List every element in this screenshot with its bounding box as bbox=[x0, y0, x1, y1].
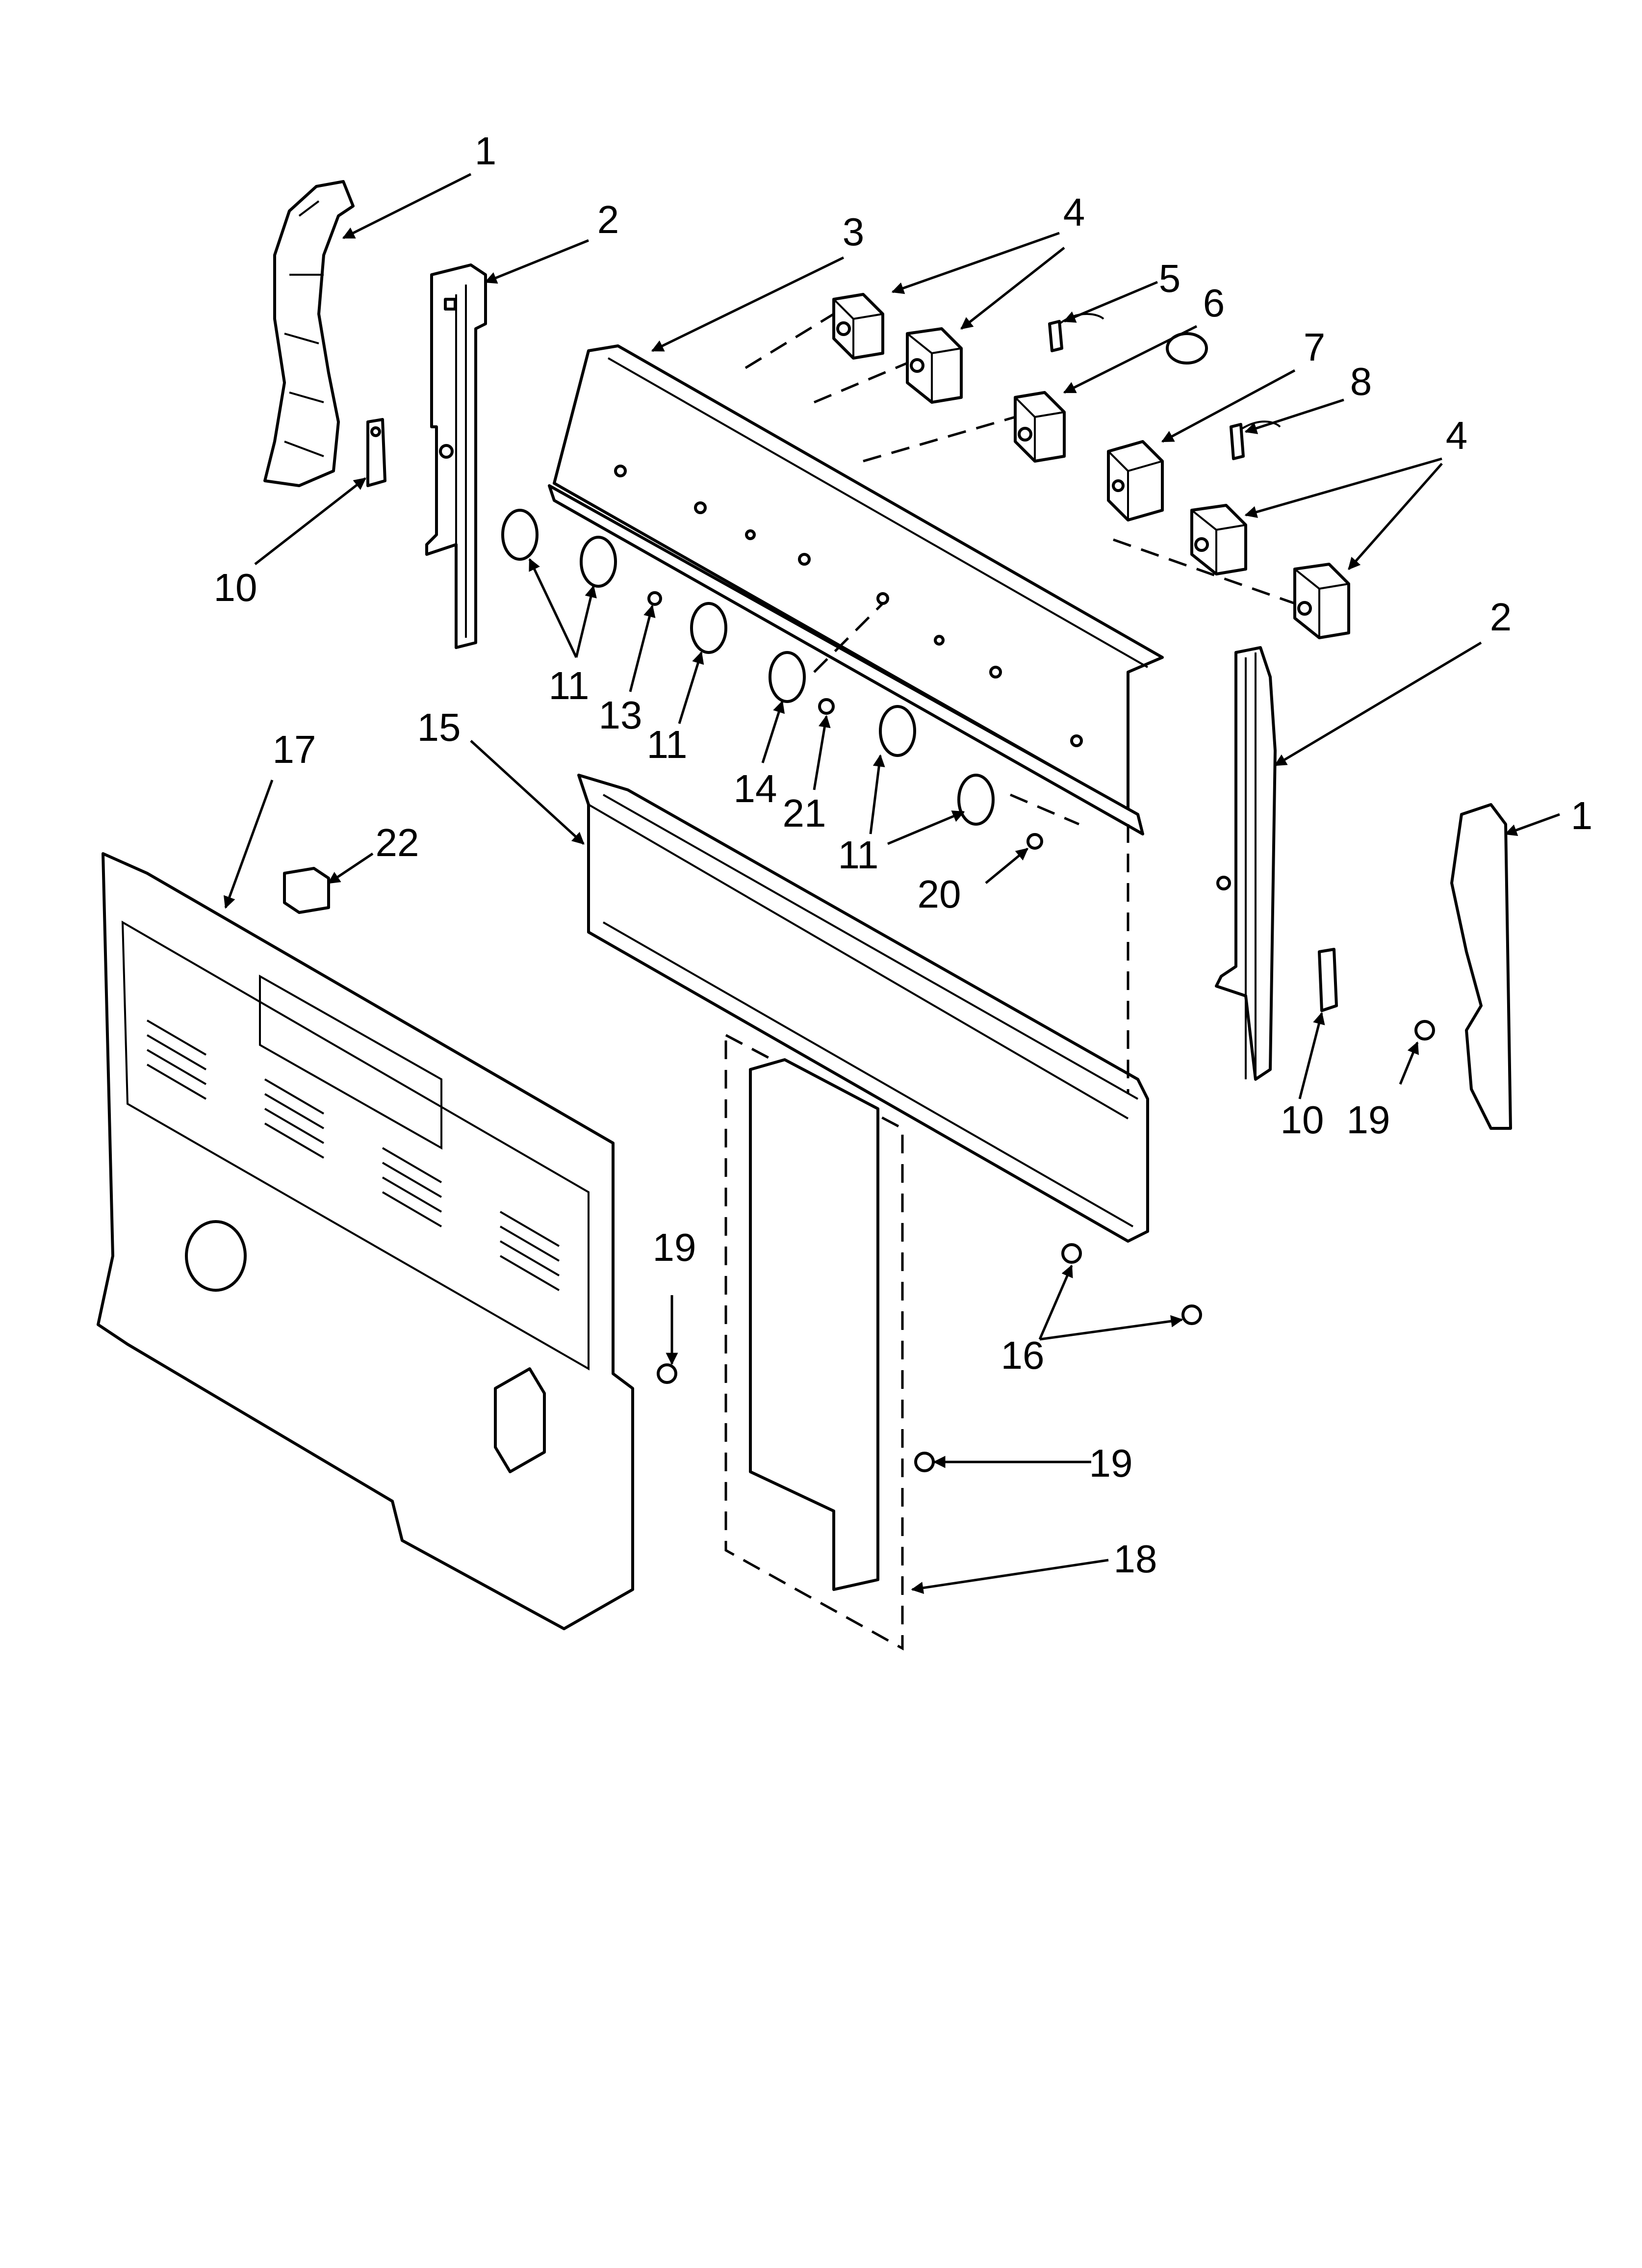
callout-4-top: 4 bbox=[1063, 190, 1085, 234]
knob-d bbox=[769, 651, 806, 703]
callout-15: 15 bbox=[417, 705, 461, 749]
knob-c bbox=[690, 602, 727, 654]
callout-labels: 1 1 2 2 3 4 4 5 6 7 8 10 10 11 11 11 13 … bbox=[214, 129, 1593, 1581]
callout-2-left: 2 bbox=[597, 198, 619, 241]
callout-10-right: 10 bbox=[1281, 1098, 1324, 1142]
screw-16b bbox=[1181, 1304, 1202, 1325]
wire-harness-8 bbox=[1230, 420, 1281, 460]
callout-14: 14 bbox=[734, 767, 777, 810]
callout-11-b: 11 bbox=[646, 723, 687, 766]
clip-22 bbox=[283, 867, 330, 914]
wire-harness-5 bbox=[1048, 313, 1104, 352]
callout-13: 13 bbox=[599, 693, 642, 737]
callout-4-right: 4 bbox=[1446, 414, 1468, 457]
knob-e bbox=[879, 705, 916, 757]
knob-f bbox=[957, 774, 995, 826]
clip-right bbox=[1318, 948, 1338, 1012]
side-bracket-right bbox=[1215, 646, 1277, 1081]
side-bracket-left bbox=[425, 263, 487, 649]
callout-11-c: 11 bbox=[838, 833, 878, 877]
clip-left bbox=[366, 418, 386, 487]
screw-21 bbox=[818, 698, 835, 715]
rear-panel-17 bbox=[97, 852, 634, 1630]
screw-13 bbox=[647, 591, 662, 606]
callout-1-left: 1 bbox=[475, 129, 497, 173]
wire-cover-18 bbox=[724, 1033, 904, 1651]
callout-22: 22 bbox=[376, 821, 419, 864]
screw-20 bbox=[1026, 833, 1043, 850]
callout-11-a: 11 bbox=[548, 664, 589, 707]
screw-19a bbox=[657, 1363, 677, 1384]
alignment-lines bbox=[744, 313, 1295, 826]
screw-16a bbox=[1061, 1243, 1082, 1264]
thermostat-7 bbox=[1107, 332, 1208, 521]
callout-6: 6 bbox=[1203, 281, 1225, 325]
vent-slots bbox=[146, 1019, 560, 1291]
callout-18: 18 bbox=[1114, 1537, 1157, 1581]
screw-19b bbox=[914, 1452, 935, 1472]
console-holes bbox=[614, 465, 1083, 747]
leader-lines bbox=[223, 173, 1560, 1594]
callout-1-right: 1 bbox=[1571, 794, 1593, 837]
console-backguard bbox=[548, 344, 1164, 835]
screw-19c bbox=[1414, 1020, 1435, 1041]
infinite-switch-4 bbox=[1293, 563, 1350, 639]
callout-2-right: 2 bbox=[1490, 595, 1512, 639]
callout-19-left: 19 bbox=[653, 1225, 696, 1269]
callout-5: 5 bbox=[1159, 257, 1181, 300]
end-cap-right bbox=[1450, 803, 1512, 1130]
callout-19-right: 19 bbox=[1347, 1098, 1390, 1142]
knob-a bbox=[501, 509, 539, 561]
control-panel-15 bbox=[577, 774, 1149, 1243]
selector-switch-6 bbox=[1014, 391, 1066, 463]
infinite-switch-3 bbox=[1190, 504, 1247, 575]
callout-21: 21 bbox=[783, 791, 826, 835]
end-cap-left bbox=[263, 180, 355, 487]
knob-b bbox=[580, 536, 617, 588]
callout-16: 16 bbox=[1001, 1333, 1045, 1377]
callout-8: 8 bbox=[1350, 360, 1372, 403]
infinite-switch-1 bbox=[832, 293, 884, 360]
callout-7: 7 bbox=[1304, 325, 1326, 369]
callout-19-mid: 19 bbox=[1089, 1441, 1133, 1485]
callout-3: 3 bbox=[843, 210, 865, 254]
callout-20: 20 bbox=[918, 872, 961, 916]
infinite-switch-2 bbox=[906, 327, 963, 404]
callout-10-left: 10 bbox=[214, 566, 257, 609]
callout-17: 17 bbox=[273, 728, 316, 771]
